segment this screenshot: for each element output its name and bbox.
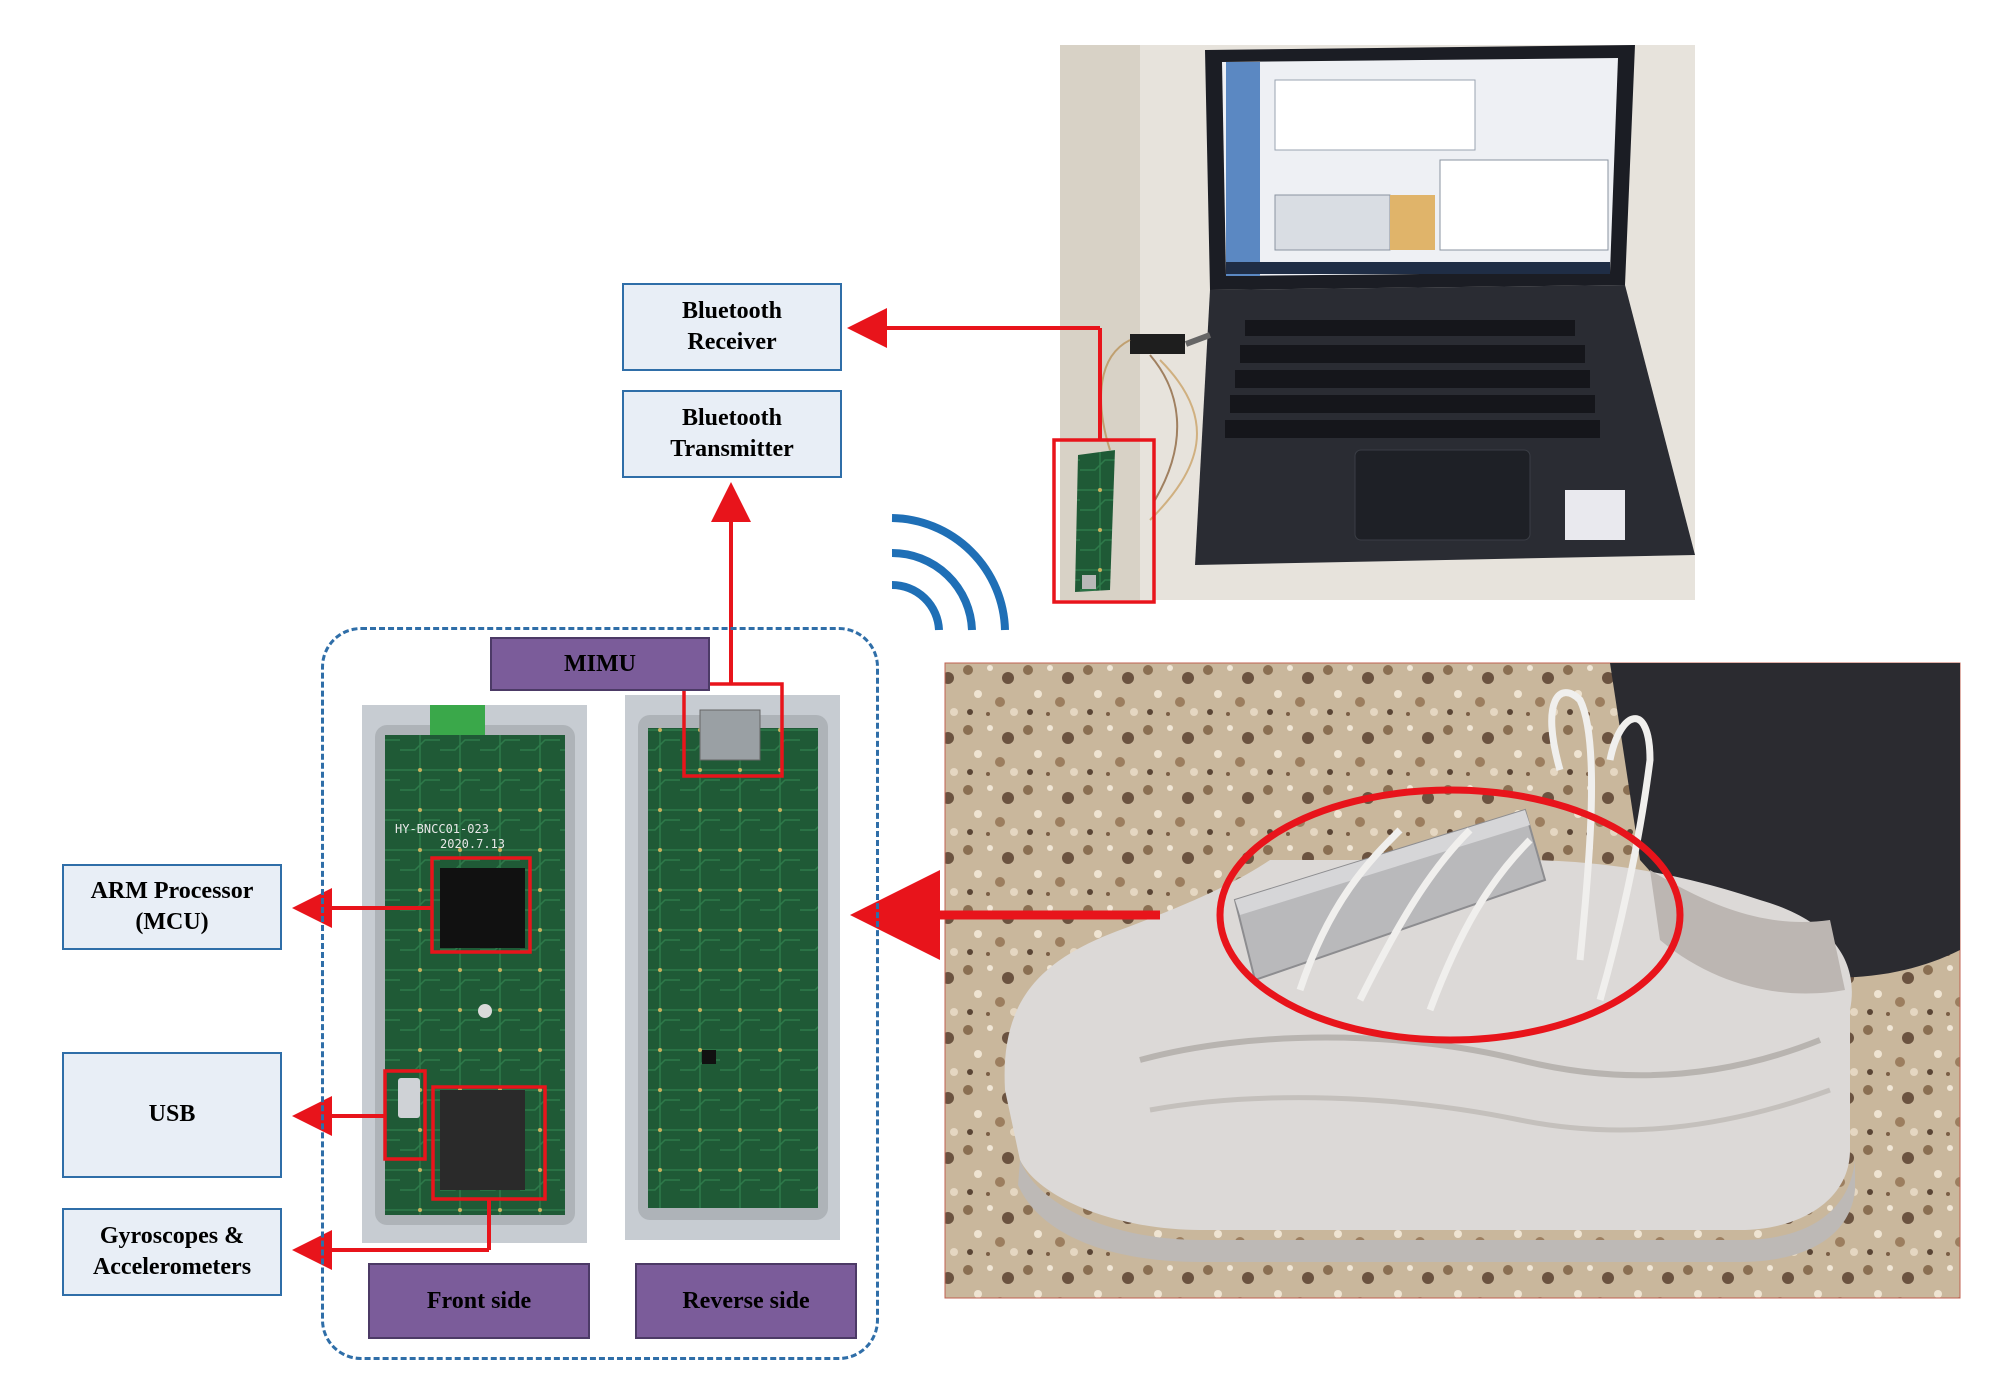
laptop-photo xyxy=(1060,45,1695,600)
wireless-signal-icon xyxy=(891,514,1009,631)
mimu-frame xyxy=(321,627,879,1360)
mimu-label: MIMU xyxy=(490,637,710,691)
front-board-photo: HY-BNCC01-023 2020.7.13 xyxy=(362,705,587,1243)
front-board-id: HY-BNCC01-023 xyxy=(395,822,489,836)
front-board-date: 2020.7.13 xyxy=(440,837,505,851)
shoe-photo xyxy=(944,662,1961,1299)
front-side-label: Front side xyxy=(368,1263,590,1339)
arm-processor-label: ARM Processor(MCU) xyxy=(62,864,282,950)
reverse-board-photo xyxy=(625,695,840,1240)
connector-arrows xyxy=(292,308,1102,1270)
gyro-accelerometer-label: Gyroscopes &Accelerometers xyxy=(62,1208,282,1296)
usb-label: USB xyxy=(62,1052,282,1178)
reverse-side-label: Reverse side xyxy=(635,1263,857,1339)
